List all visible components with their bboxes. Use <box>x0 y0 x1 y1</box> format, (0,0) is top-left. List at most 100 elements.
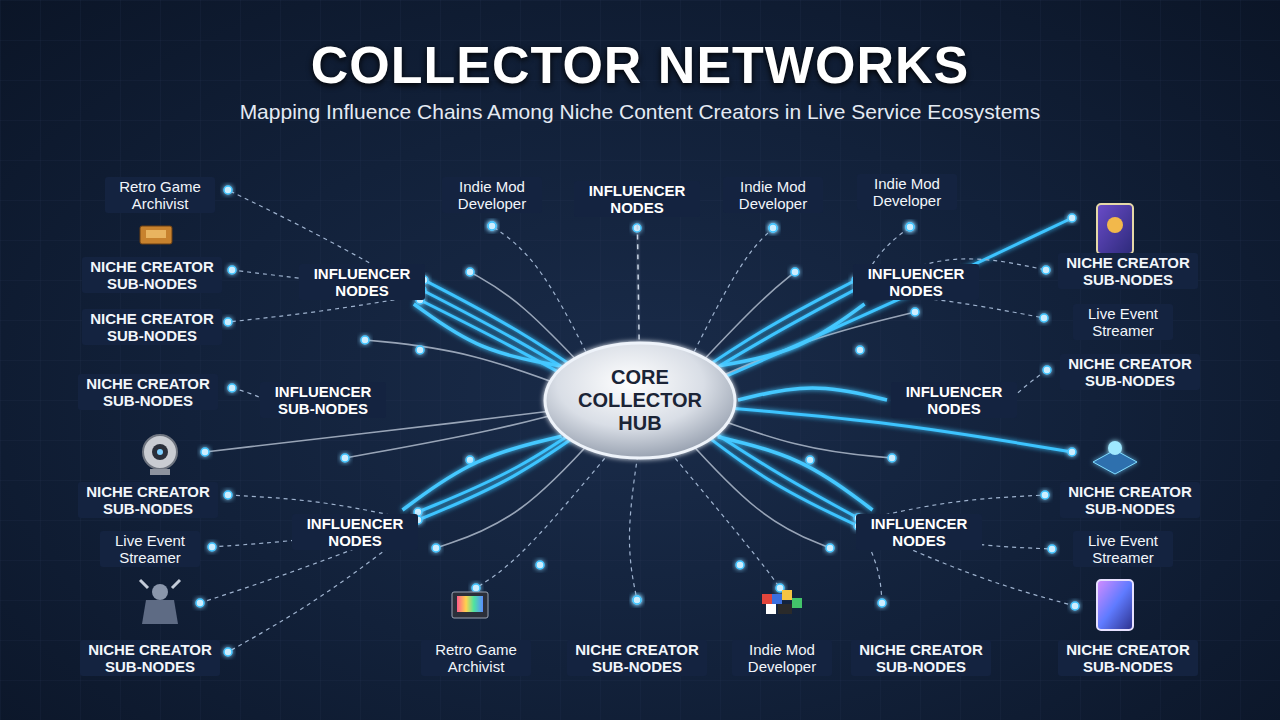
network-dot <box>228 384 236 392</box>
network-dot <box>1041 491 1049 499</box>
network-dot <box>888 454 896 462</box>
hologram-icon <box>1093 441 1137 474</box>
label-text: Indie Mod Developer <box>442 177 542 213</box>
network-dot <box>488 222 496 230</box>
influencer-node: INFLUENCER NODES <box>574 181 700 217</box>
label-text: Retro Game Archivist <box>421 640 531 676</box>
hub-ellipse: CORE COLLECTOR HUB <box>542 340 738 461</box>
label-text: NICHE CREATOR SUB-NODES <box>82 309 222 345</box>
dashed-link <box>629 440 640 600</box>
creator-label: Live Event Streamer <box>100 531 200 567</box>
network-dot <box>736 561 744 569</box>
network-dot <box>1071 602 1079 610</box>
node-text: INFLUENCER NODES <box>856 514 982 550</box>
creator-label: Indie Mod Developer <box>442 177 542 213</box>
label-text: NICHE CREATOR SUB-NODES <box>1060 354 1200 390</box>
creator-label: Indie Mod Developer <box>723 177 823 213</box>
network-dot <box>224 648 232 656</box>
network-dot <box>472 584 480 592</box>
knight-icon <box>140 580 180 624</box>
influencer-node: INFLUENCER NODES <box>891 382 1017 418</box>
label-text: Live Event Streamer <box>1073 531 1173 567</box>
creator-label: NICHE CREATOR SUB-NODES <box>1060 354 1200 390</box>
label-text: NICHE CREATOR SUB-NODES <box>567 640 707 676</box>
network-dot <box>361 336 369 344</box>
label-text: Indie Mod Developer <box>857 174 957 210</box>
network-dot <box>196 599 204 607</box>
creator-label: NICHE CREATOR SUB-NODES <box>567 640 707 676</box>
label-text: Retro Game Archivist <box>105 177 215 213</box>
network-dot <box>1042 266 1050 274</box>
network-dot <box>228 266 236 274</box>
influence-connector <box>721 304 865 366</box>
influencer-node: INFLUENCER NODES <box>856 514 982 550</box>
network-dot <box>466 268 474 276</box>
network-dot <box>1068 214 1076 222</box>
label-text: Indie Mod Developer <box>732 640 832 676</box>
node-text: CORE COLLECTOR HUB <box>572 365 708 436</box>
influencer-node: INFLUENCER NODES <box>853 264 979 300</box>
influence-connector <box>738 388 887 400</box>
card-icon <box>1097 204 1133 254</box>
influence-connector <box>403 436 562 510</box>
label-text: NICHE CREATOR SUB-NODES <box>1060 482 1200 518</box>
cartridge-icon <box>452 592 488 618</box>
creator-label: NICHE CREATOR SUB-NODES <box>1058 640 1198 676</box>
network-dot <box>769 224 777 232</box>
node-text: INFLUENCER NODES <box>299 264 425 300</box>
network-dot <box>806 456 814 464</box>
creator-label: NICHE CREATOR SUB-NODES <box>1060 482 1200 518</box>
network-dot <box>911 308 919 316</box>
influencer-node: INFLUENCER NODES <box>299 264 425 300</box>
title: COLLECTOR NETWORKS <box>311 35 969 95</box>
network-dot <box>416 346 424 354</box>
glow-line <box>690 218 1072 392</box>
label-text: NICHE CREATOR SUB-NODES <box>78 374 218 410</box>
card-icon <box>1097 580 1133 630</box>
network-dot <box>1068 448 1076 456</box>
dashed-link <box>1012 370 1047 398</box>
dashed-link <box>660 440 780 588</box>
node-text: INFLUENCER SUB-NODES <box>260 382 386 418</box>
creator-label: Retro Game Archivist <box>105 177 215 213</box>
network-dot <box>432 544 440 552</box>
robot-icon <box>143 435 177 475</box>
network-dot <box>1048 545 1056 553</box>
influence-connector <box>637 221 639 340</box>
network-dot <box>856 346 864 354</box>
creator-label: Live Event Streamer <box>1073 531 1173 567</box>
creator-label: NICHE CREATOR SUB-NODES <box>78 374 218 410</box>
network-dot <box>826 544 834 552</box>
network-dot <box>536 561 544 569</box>
creator-label: NICHE CREATOR SUB-NODES <box>1058 253 1198 289</box>
label-text: NICHE CREATOR SUB-NODES <box>1058 253 1198 289</box>
network-dot <box>208 543 216 551</box>
creator-label: NICHE CREATOR SUB-NODES <box>82 257 222 293</box>
creator-label: NICHE CREATOR SUB-NODES <box>82 309 222 345</box>
network-dot <box>1040 314 1048 322</box>
network-dot <box>224 186 232 194</box>
label-text: Live Event Streamer <box>100 531 200 567</box>
influencer-node: INFLUENCER NODES <box>292 514 418 550</box>
network-dot <box>878 599 886 607</box>
network-dot <box>769 224 777 232</box>
pixel-art-icon <box>762 590 802 614</box>
network-dot <box>224 318 232 326</box>
label-text: NICHE CREATOR SUB-NODES <box>80 640 220 676</box>
label-text: Mapping Influence Chains Among Niche Con… <box>237 99 1044 125</box>
network-dot <box>1043 366 1051 374</box>
label-text: Live Event Streamer <box>1073 304 1173 340</box>
dashed-link <box>476 440 620 588</box>
creator-label: Live Event Streamer <box>1073 304 1173 340</box>
creator-label: NICHE CREATOR SUB-NODES <box>851 640 991 676</box>
creator-label: NICHE CREATOR SUB-NODES <box>78 482 218 518</box>
influence-connector <box>718 437 873 510</box>
creator-label: Retro Game Archivist <box>421 640 531 676</box>
creator-label: NICHE CREATOR SUB-NODES <box>80 640 220 676</box>
network-dot <box>633 596 641 604</box>
influence-connector <box>414 304 559 366</box>
influence-connector <box>390 398 542 402</box>
creator-label: Indie Mod Developer <box>732 640 832 676</box>
